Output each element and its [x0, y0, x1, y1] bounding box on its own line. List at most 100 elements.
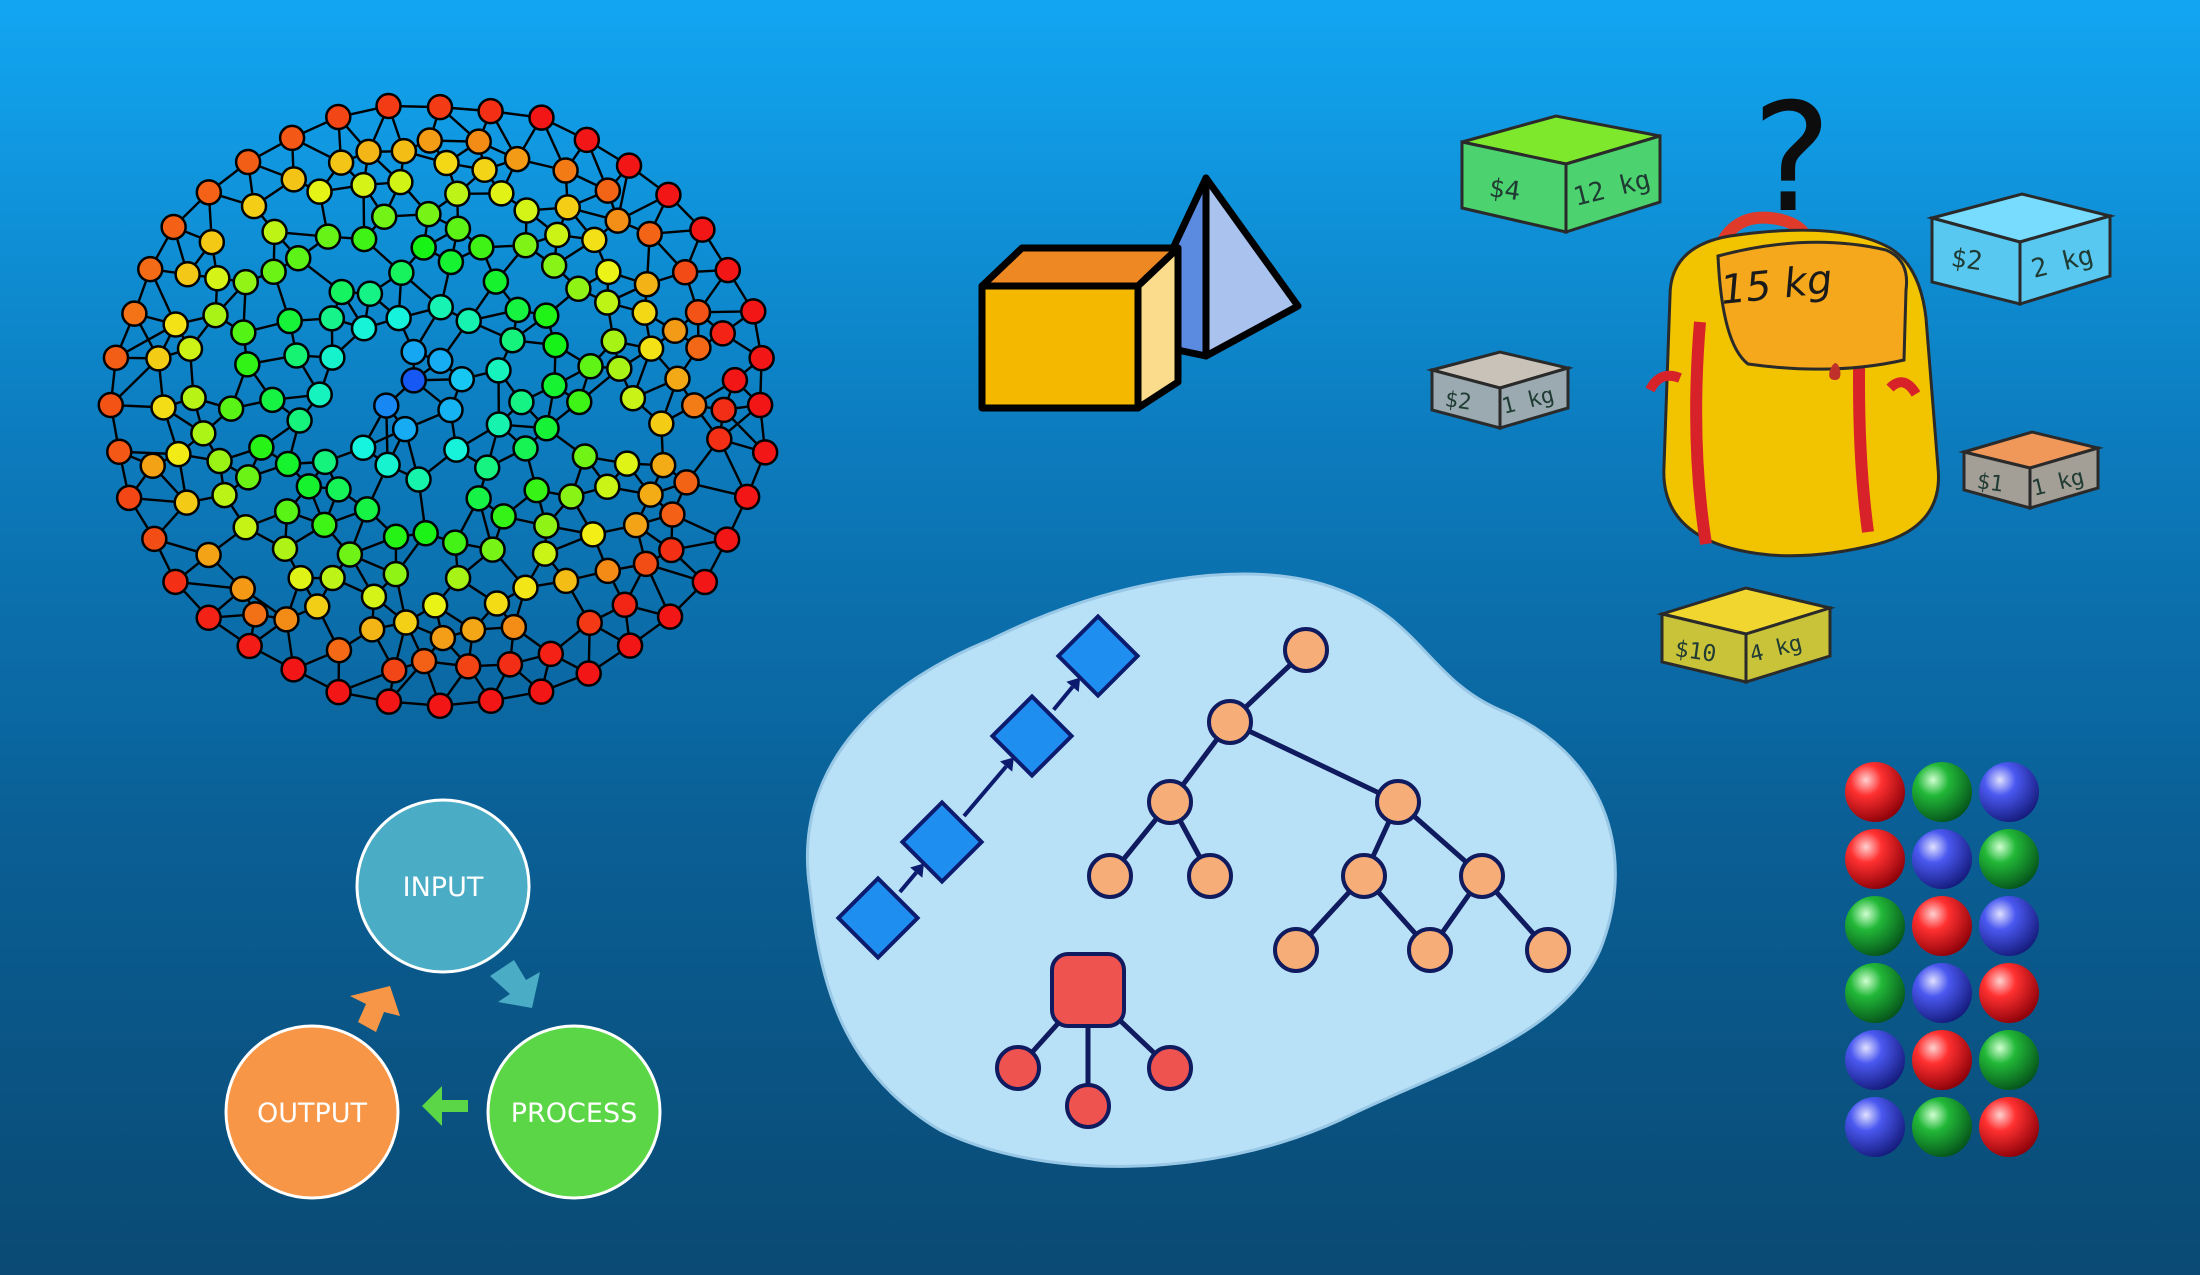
- graph-node: [713, 526, 741, 553]
- graph-node: [150, 394, 177, 421]
- binary-tree: [1087, 627, 1571, 973]
- item-price-tan: $1: [1975, 469, 2005, 497]
- graph-node: [565, 275, 592, 302]
- item-box-yellow: $10 4 kg: [1656, 586, 1836, 685]
- graph-node: [248, 434, 275, 461]
- graph-node: [174, 261, 201, 288]
- tree-node: [1273, 927, 1319, 973]
- graph-node: [632, 550, 660, 578]
- graph-node: [527, 678, 555, 705]
- graph-node: [115, 484, 143, 512]
- graph-node: [260, 258, 287, 285]
- marble-green: [1912, 1097, 1972, 1157]
- graph-node: [392, 609, 420, 636]
- graph-node: [388, 259, 415, 287]
- graph-node: [240, 192, 268, 220]
- marble-green: [1845, 963, 1905, 1023]
- graph-node: [160, 213, 187, 241]
- graph-node: [273, 606, 300, 633]
- graph-network: [0, 0, 820, 780]
- graph-network-svg: [97, 92, 779, 719]
- graph-node: [287, 564, 314, 592]
- graph-node: [415, 200, 442, 228]
- graph-node: [482, 268, 510, 295]
- graph-node: [552, 157, 579, 184]
- output-node: OUTPUT: [224, 1024, 400, 1200]
- marble-green: [1912, 762, 1972, 822]
- graph-node: [271, 535, 299, 563]
- graph-node: [477, 687, 505, 714]
- graph-node: [444, 564, 472, 592]
- marble-red: [1912, 1030, 1972, 1090]
- graph-node: [594, 557, 622, 585]
- graph-node: [304, 593, 331, 620]
- graph-node: [145, 345, 172, 372]
- graph-node: [360, 583, 388, 610]
- list-link: [898, 871, 918, 894]
- graph-node: [748, 344, 775, 372]
- tree-node: [1207, 699, 1253, 745]
- graph-node: [375, 92, 402, 120]
- graph-node: [659, 501, 686, 528]
- marble-blue: [1979, 762, 2039, 822]
- graph-node: [710, 396, 737, 424]
- graph-node: [542, 331, 569, 359]
- graph-node: [552, 567, 580, 595]
- tree-node: [1187, 853, 1233, 899]
- graph-node: [633, 270, 661, 298]
- graph-node: [319, 344, 346, 371]
- graph-node: [465, 128, 492, 155]
- graph-node: [319, 564, 346, 592]
- graph-node: [373, 392, 400, 419]
- graph-node: [631, 299, 658, 326]
- graph-node: [283, 342, 310, 369]
- arrow-process-to-output: [422, 1086, 468, 1126]
- marble-green: [1979, 1030, 2039, 1090]
- graph-node: [353, 496, 381, 523]
- graph-node: [594, 177, 622, 204]
- arrow-output-to-input: [350, 986, 400, 1032]
- graph-node: [234, 351, 261, 378]
- graph-node: [488, 180, 515, 207]
- graph-node: [234, 464, 262, 491]
- graph-node: [349, 434, 377, 461]
- ipo-cycle: INPUT PROCESS OUTPUT: [210, 790, 680, 1210]
- graph-node: [370, 203, 398, 230]
- graph-node: [374, 451, 401, 479]
- list-node: [989, 693, 1075, 779]
- graph-node: [444, 215, 472, 243]
- graph-node: [661, 317, 689, 344]
- graph-node: [325, 476, 352, 503]
- graph-node: [531, 540, 559, 567]
- graph-node: [198, 228, 226, 256]
- graph-node: [318, 305, 346, 332]
- graph-node: [410, 647, 438, 675]
- graph-node: [454, 653, 482, 680]
- marble-red: [1845, 762, 1905, 822]
- graph-node: [358, 616, 386, 643]
- graph-node: [746, 391, 774, 419]
- heap-node: [1065, 1083, 1111, 1129]
- graph-node: [429, 624, 457, 652]
- graph-node: [751, 439, 779, 466]
- marble-blue: [1979, 896, 2039, 956]
- graph-node: [655, 181, 682, 209]
- graph-node: [295, 473, 323, 500]
- list-node: [899, 799, 985, 885]
- marble-grid: [1830, 750, 2060, 1170]
- graph-node: [390, 137, 418, 165]
- graph-node: [706, 425, 733, 453]
- graph-node: [479, 536, 506, 563]
- graph-node: [433, 149, 460, 177]
- graph-node: [427, 293, 455, 321]
- linked-list: [835, 613, 1141, 961]
- graph-node: [336, 541, 364, 568]
- graph-node: [740, 298, 767, 325]
- graph-node: [325, 103, 352, 131]
- graph-node: [280, 166, 308, 193]
- tree-node: [1341, 853, 1387, 899]
- tree-node: [1147, 779, 1193, 825]
- graph-node: [575, 660, 602, 687]
- graph-node: [528, 104, 555, 131]
- graph-node: [230, 319, 257, 346]
